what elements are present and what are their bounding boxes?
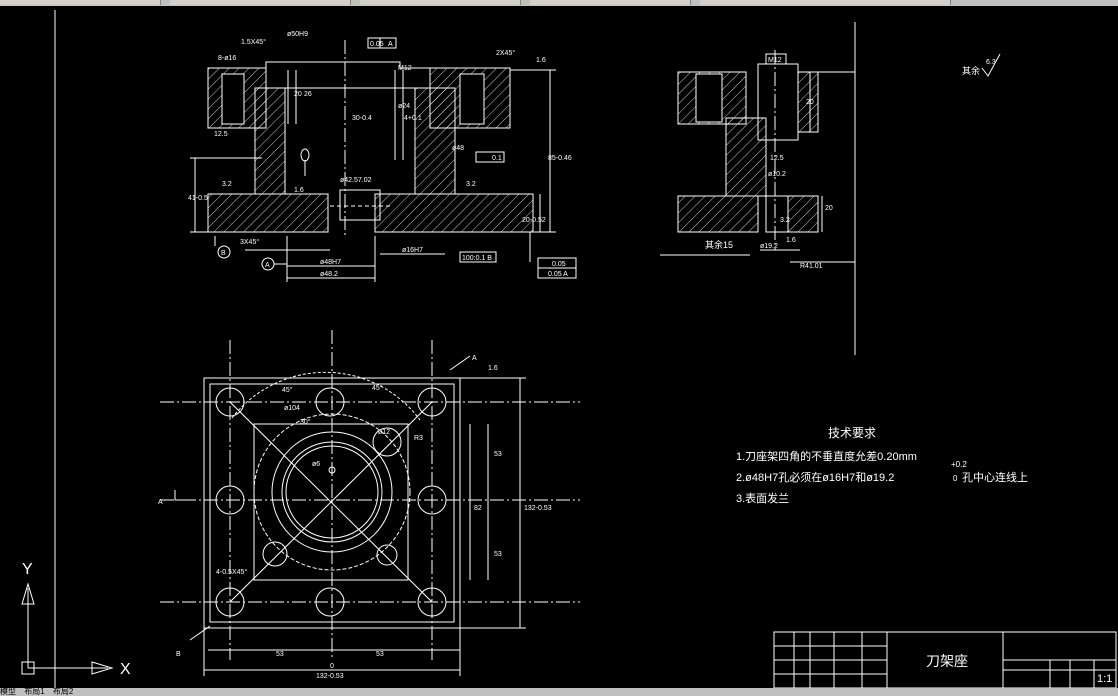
tolerance-frame-text: 100:0.1 B	[462, 255, 492, 262]
dim-bore-2: ø48.2	[320, 271, 338, 278]
section-label: A	[472, 355, 477, 362]
toolbar-field[interactable]	[700, 0, 951, 5]
roughness-mark: 1.6	[786, 237, 796, 244]
dim-hole: ø24	[398, 103, 410, 110]
dim-angle-3: 30°	[300, 418, 311, 426]
front-view-labels: 1.5X45° ø50H9 0.05 A 2X45° 1.6 8-ø16 12.…	[188, 31, 572, 278]
dim-inner-bore: ø42.57.02	[340, 177, 372, 184]
dim-hole-2: ø19.2	[760, 243, 778, 250]
toolbar-field[interactable]	[360, 0, 521, 5]
dim-hole: ø12	[378, 429, 390, 436]
tolerance-frame-text: 0.05	[370, 41, 384, 48]
tab-layout-2[interactable]: 布局2	[52, 687, 74, 696]
dim-half-h1: 53	[276, 651, 284, 658]
tech-tol-upper: +0.2	[951, 460, 967, 469]
dim-total-height: 85-0.46	[548, 155, 572, 162]
roughness-mark: 12.5	[214, 131, 228, 138]
dim-chamfer: 4-0.5X45°	[216, 568, 247, 576]
section-label-b: B	[176, 651, 181, 658]
dim-depth: 20	[806, 99, 814, 106]
ucs-icon	[21, 582, 114, 675]
tech-title: 技术要求	[828, 426, 876, 440]
dim-chamfer-2: 2X45°	[496, 49, 515, 57]
dim-depth-2: 26	[304, 91, 312, 98]
side-section-view	[660, 22, 856, 355]
toolbar-field[interactable]	[530, 0, 691, 5]
dim-half-2: 53	[494, 551, 502, 558]
dim-bore-3: ø48	[452, 145, 464, 152]
tech-item-3: 3.表面发兰	[736, 491, 789, 505]
front-section-view	[190, 37, 577, 282]
dim-hole: ø10.2	[768, 171, 786, 178]
roughness-note: 其余 6.3	[962, 53, 1001, 77]
dim-depth: 20	[294, 91, 302, 98]
roughness-note-side: 其余15	[705, 239, 733, 250]
tolerance-frame-text: 0.1	[492, 155, 502, 162]
dim-chamfer: 1.5X45°	[241, 38, 266, 46]
plan-view-labels: A 1.6 45° 45° ø104 30° ø12 ø6 R3 53 53 8…	[158, 355, 552, 680]
section-label: A	[158, 499, 163, 506]
side-view-labels: M12 20 12.5 ø10.2 3.2 20 ø19.2 1.6 R41.0…	[705, 57, 833, 270]
title-block-text: 刀架座 1:1	[926, 653, 1112, 685]
toolbar-field[interactable]	[0, 0, 161, 5]
ucs-x-label: X	[120, 661, 131, 678]
dim-chamfer-3: 3X45°	[240, 238, 259, 246]
roughness-value: 6.3	[986, 59, 996, 66]
dim-thread: M12	[768, 57, 782, 64]
roughness-mark: 12.5	[770, 155, 784, 162]
tech-item-2: 2.ø48H7孔必须在ø16H7和ø19.2	[736, 471, 894, 484]
dim-radius: R3	[414, 435, 423, 442]
tech-item-2-tail: 孔中心连线上	[962, 470, 1028, 484]
datum-a: A	[265, 262, 270, 269]
tech-requirements: 技术要求 1.刀座架四角的不垂直度允差0.20mm 2.ø48H7孔必须在ø16…	[736, 426, 1028, 505]
dim-inner: 82	[474, 505, 482, 512]
dim-height: 30-0.4	[352, 115, 372, 122]
roughness-mark: 3.2	[466, 181, 476, 188]
dim-bore-h7: ø48H7	[320, 259, 341, 266]
tech-item-1: 1.刀座架四角的不垂直度允差0.20mm	[736, 449, 917, 463]
dim-overall-v: 132-0.53	[524, 505, 552, 512]
toolbar-strip	[0, 0, 1118, 6]
dim-thread: M12	[398, 65, 412, 72]
dim-angle: 45°	[282, 386, 293, 394]
tab-layout-1[interactable]: 布局1	[24, 687, 45, 696]
datum-b: B	[221, 250, 226, 257]
dim-hole-2: ø6	[312, 461, 320, 468]
tab-model[interactable]: 模型	[0, 687, 16, 696]
cad-drawing: 1.5X45° ø50H9 0.05 A 2X45° 1.6 8-ø16 12.…	[21, 10, 1117, 690]
plan-view	[160, 330, 580, 676]
toolbar-field[interactable]	[170, 0, 351, 5]
dim-bore: ø50H9	[287, 31, 308, 38]
dim-holes: 8-ø16	[218, 55, 236, 62]
roughness-mark: 1.6	[294, 187, 304, 194]
tolerance-frame-text: 0.05 A	[548, 271, 568, 278]
drawing-scale: 1:1	[1097, 673, 1112, 685]
dim-half-1: 53	[494, 451, 502, 458]
dim-base: 20-0.52	[522, 217, 546, 224]
dim-half-h2: 53	[376, 651, 384, 658]
tolerance-frame-text: 0.05	[552, 261, 566, 268]
dim-base-height: 41-0.5	[188, 195, 208, 202]
roughness-mark: 1.6	[488, 365, 498, 372]
roughness-mark: 3.2	[222, 181, 232, 188]
datum-ref: A	[388, 41, 393, 48]
drawing-canvas[interactable]: 1.5X45° ø50H9 0.05 A 2X45° 1.6 8-ø16 12.…	[0, 6, 1118, 690]
dim-zero: 0	[330, 663, 334, 670]
dim-tol: 4+0.1	[404, 115, 422, 122]
roughness-mark: 3.2	[780, 217, 790, 224]
dim-angle-2: 45°	[372, 384, 383, 392]
roughness-mark: 1.6	[536, 57, 546, 64]
dim-hole-h7: ø16H7	[402, 247, 423, 254]
tech-tol-lower: 0	[953, 474, 958, 483]
dim-pcd: ø104	[284, 405, 300, 412]
dim-base: 20	[825, 205, 833, 212]
part-name: 刀架座	[926, 653, 968, 669]
roughness-label: 其余	[962, 65, 980, 76]
layout-tabs: 模型 布局1 布局2	[0, 688, 1118, 696]
dim-overall-h: 132-0.53	[316, 673, 344, 680]
ucs-y-label: Y	[22, 561, 33, 578]
dim-radius: R41.01	[800, 263, 823, 270]
